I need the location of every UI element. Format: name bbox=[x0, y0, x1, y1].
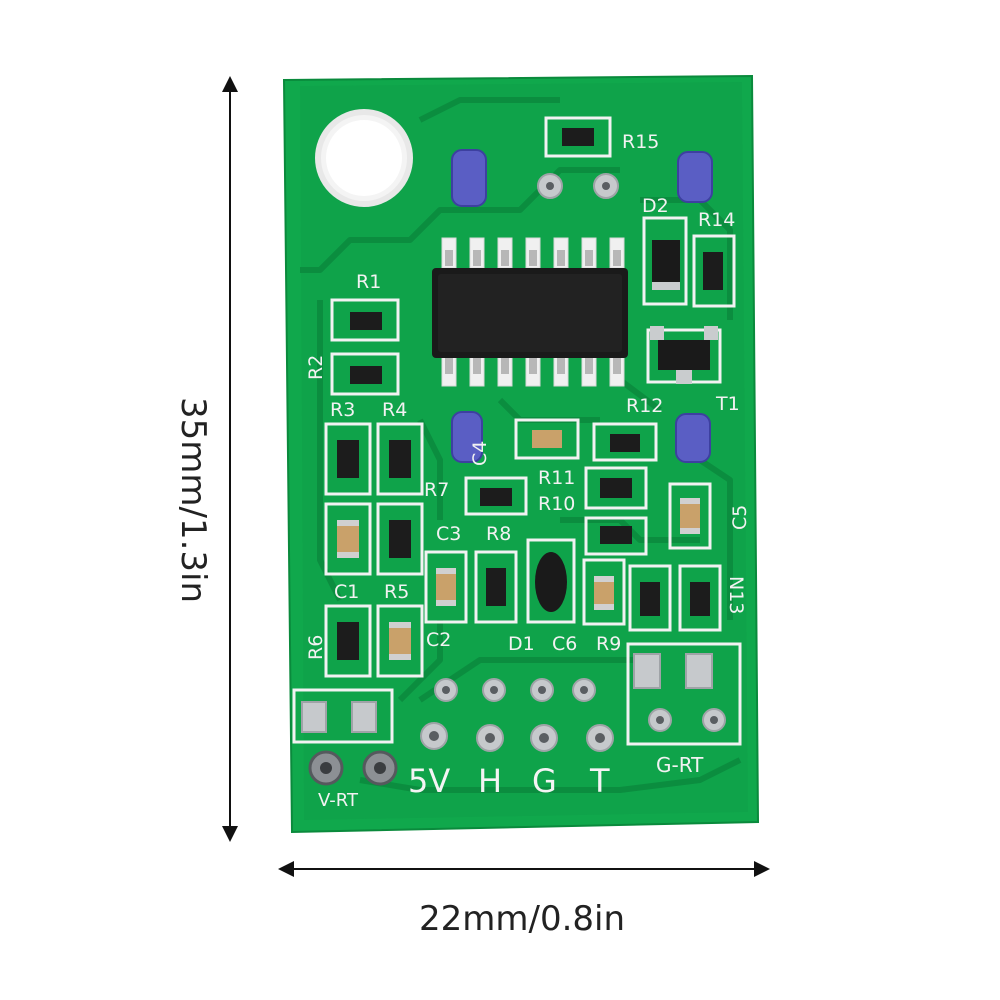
through-hole-pads bbox=[292, 173, 742, 786]
label-r2: R2 bbox=[305, 355, 327, 380]
label-r4: R4 bbox=[382, 399, 407, 421]
label-c2: C2 bbox=[426, 629, 451, 651]
label-c6: C6 bbox=[552, 633, 577, 655]
height-dimension-label: 35mm/1.3in bbox=[173, 397, 213, 603]
label-r12: R12 bbox=[626, 395, 663, 417]
pin-label-t: T bbox=[589, 762, 610, 800]
label-r5: R5 bbox=[384, 581, 409, 603]
label-d1: D1 bbox=[508, 633, 535, 655]
pin-label-5v: 5V bbox=[408, 762, 450, 800]
label-c5: C5 bbox=[729, 505, 751, 530]
ic-chip bbox=[432, 237, 628, 387]
label-r15: R15 bbox=[622, 131, 659, 153]
connector-label-v-rt: V-RT bbox=[318, 790, 359, 811]
label-r10: R10 bbox=[538, 493, 575, 515]
label-r8: R8 bbox=[486, 523, 511, 545]
silkscreen-labels: R15 D2 R14 R1 R2 R3 R4 R12 T1 C4 R11 R10… bbox=[305, 131, 751, 811]
blue-capacitors bbox=[451, 149, 713, 463]
label-r6: R6 bbox=[305, 635, 327, 660]
width-dimension-label: 22mm/0.8in bbox=[419, 899, 625, 939]
label-r9: R9 bbox=[596, 633, 621, 655]
connector-label-g-rt: G-RT bbox=[656, 753, 704, 777]
label-c3: C3 bbox=[436, 523, 461, 545]
label-r14: R14 bbox=[698, 209, 735, 231]
smd-components bbox=[324, 116, 736, 678]
pin-label-g: G bbox=[532, 762, 557, 800]
label-t1: T1 bbox=[715, 393, 740, 415]
label-r3: R3 bbox=[330, 399, 355, 421]
pin-label-h: H bbox=[478, 762, 502, 800]
label-d2: D2 bbox=[642, 195, 669, 217]
label-c1: C1 bbox=[334, 581, 359, 603]
label-r1: R1 bbox=[356, 271, 381, 293]
label-n13: N13 bbox=[725, 576, 747, 614]
label-r7: R7 bbox=[424, 479, 449, 501]
label-r11: R11 bbox=[538, 467, 575, 489]
label-c4: C4 bbox=[469, 441, 491, 466]
